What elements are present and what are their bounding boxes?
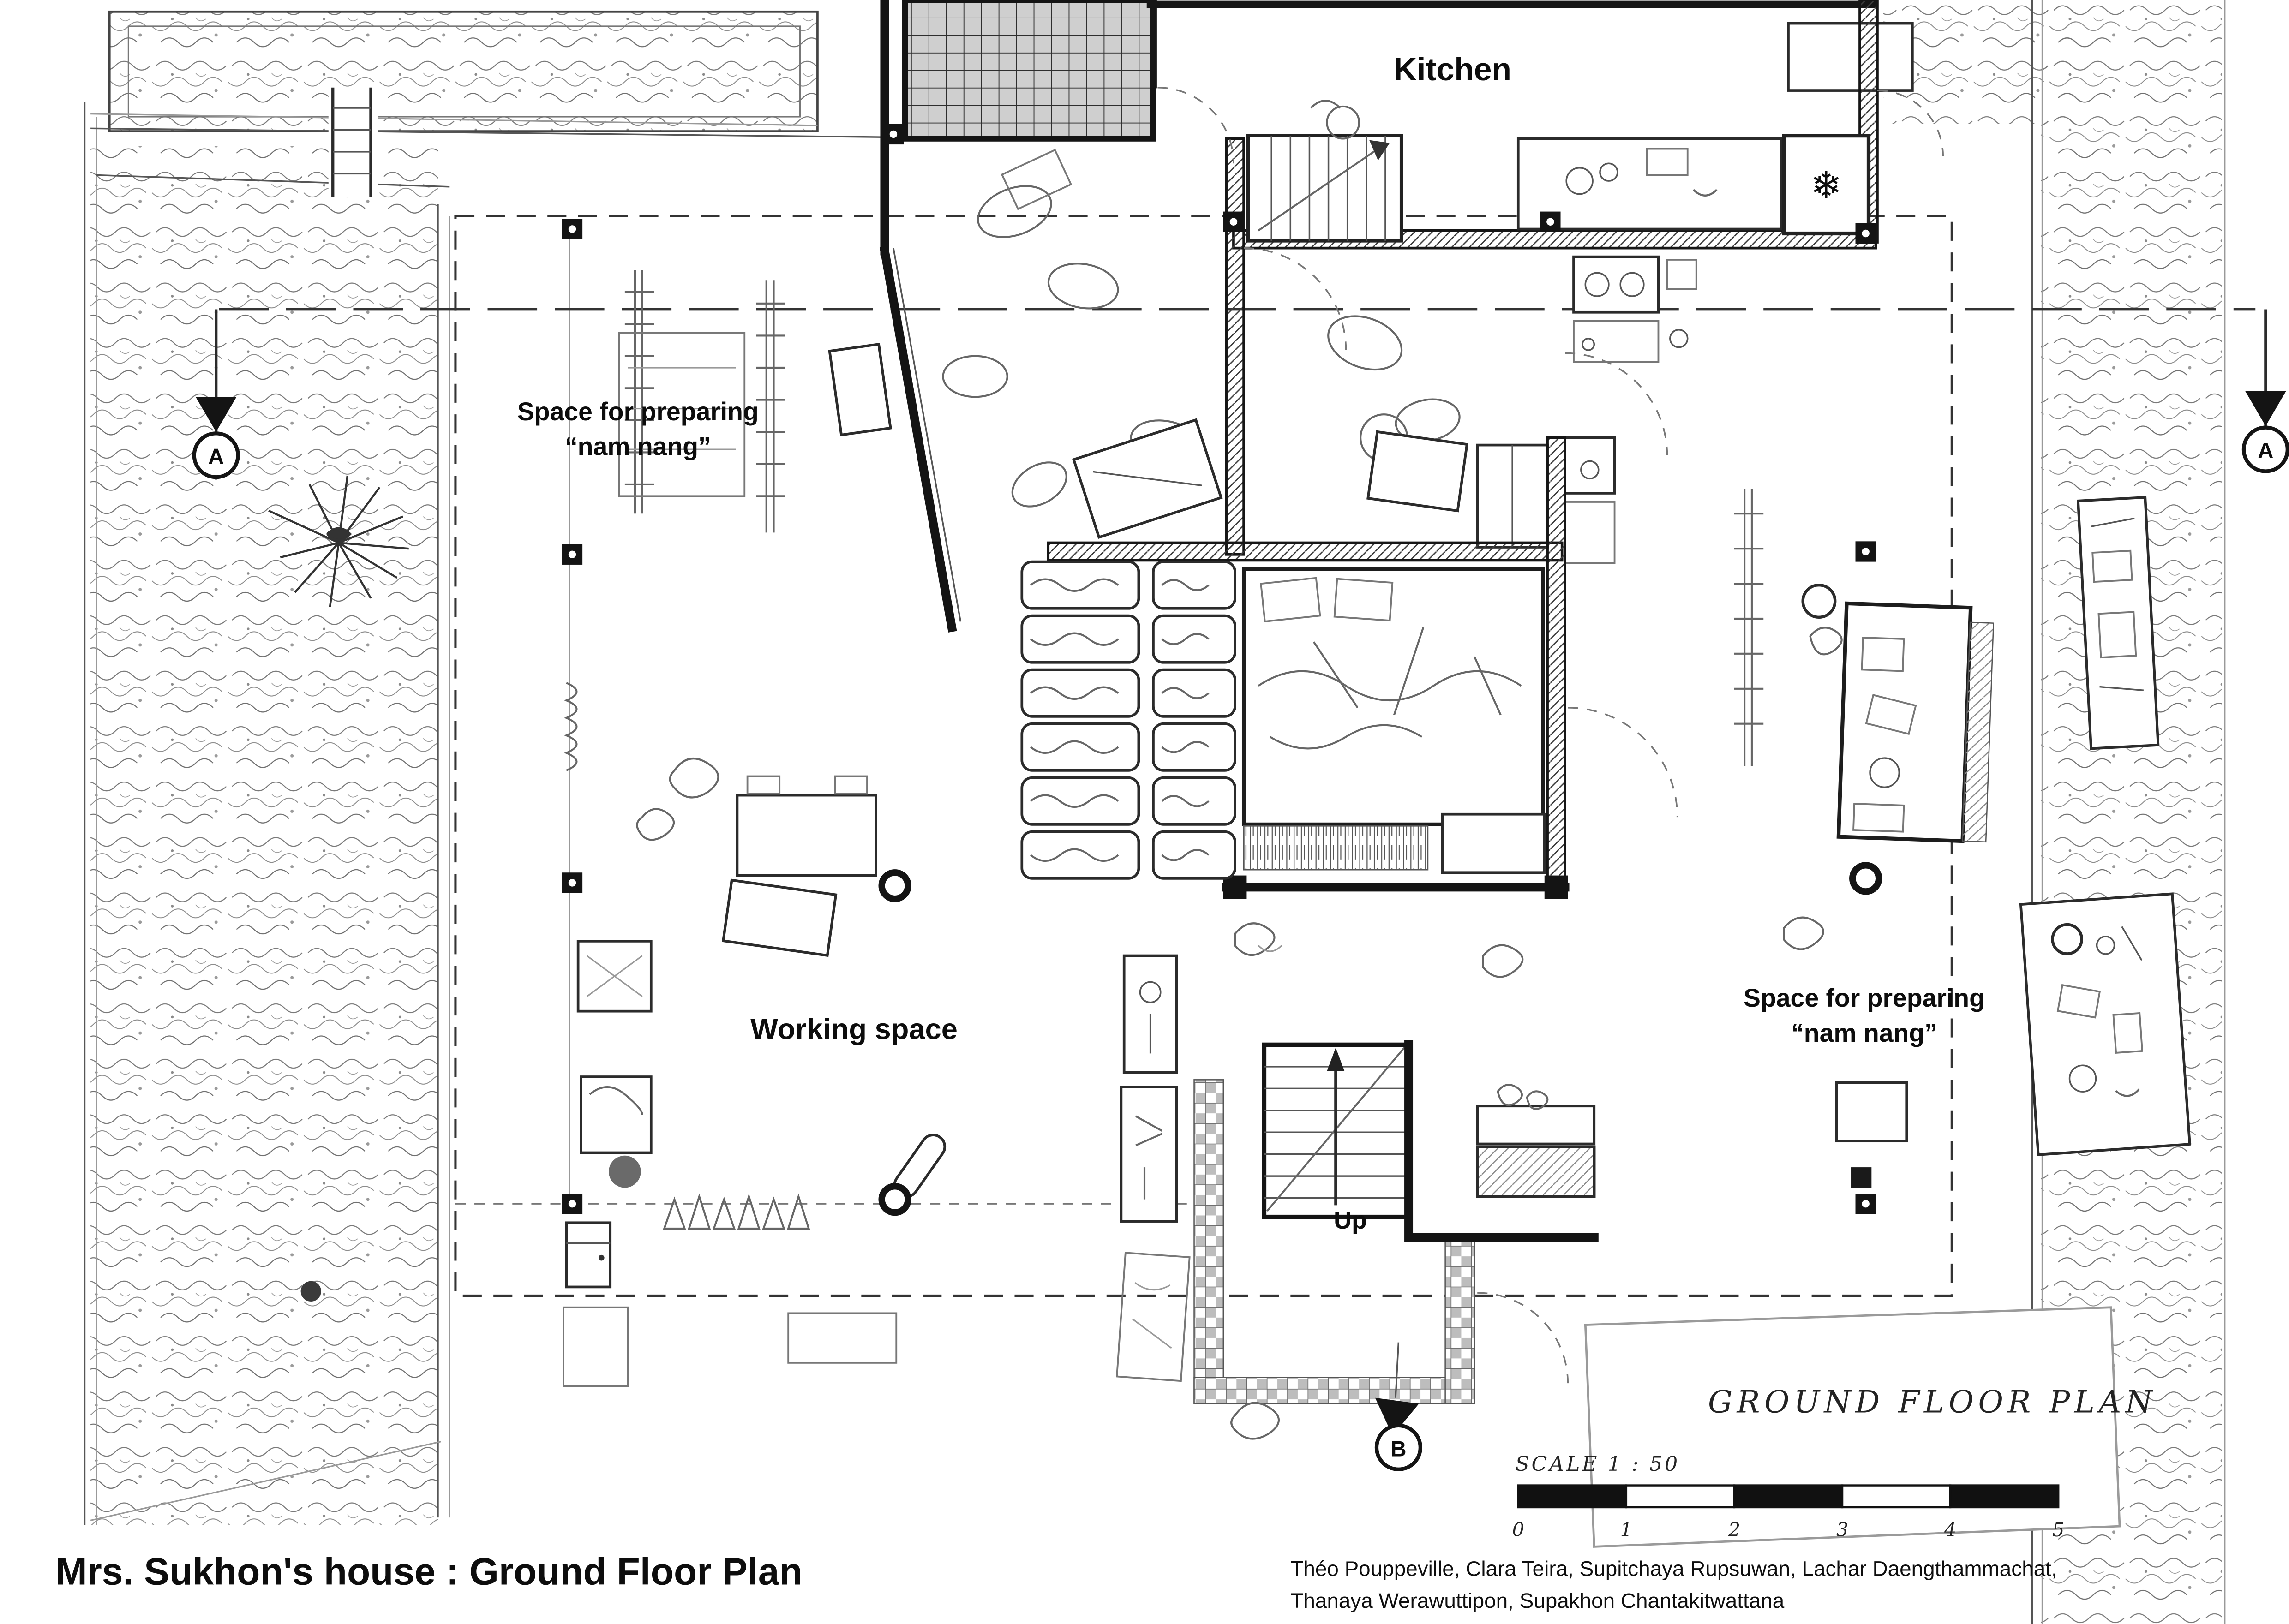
section-marker-a-left-label: A — [208, 445, 224, 469]
drying-rack — [624, 270, 654, 514]
section-marker-a-right: A — [2241, 391, 2289, 473]
up-label: Up — [1334, 1206, 1367, 1234]
pot-sketch — [1326, 105, 1360, 140]
terrace-table — [1835, 1081, 1908, 1143]
jar-row — [663, 1193, 810, 1230]
section-marker-b-label: B — [1390, 1437, 1406, 1461]
dining-table — [1366, 430, 1468, 513]
drying-rack — [1734, 489, 1764, 766]
prep-space-left-label-line1: Space for preparing — [517, 397, 759, 426]
bedside-table — [1441, 812, 1546, 874]
coil-sketch — [564, 682, 578, 771]
prep-space-right-label-line2: “nam nang” — [1791, 1019, 1937, 1047]
kitchen-label: Kitchen — [1394, 51, 1511, 87]
prep-space-right-label-line1: Space for preparing — [1744, 984, 1985, 1012]
scale-label: SCALE 1 : 50 — [1515, 1452, 1679, 1476]
bridge-sketch — [328, 87, 378, 197]
small-cabinet — [565, 1221, 612, 1289]
bedroom — [1047, 436, 1678, 899]
scale-tick: 0 — [1512, 1519, 1524, 1541]
bamboo-mat — [618, 332, 746, 497]
drying-rack — [756, 280, 785, 533]
palm-tree-sketch — [268, 475, 409, 607]
credits-line1: Théo Pouppeville, Clara Teira, Supitchay… — [1290, 1557, 2057, 1581]
stove — [1572, 255, 1660, 314]
cabinet — [576, 940, 653, 1013]
dining-room — [1327, 255, 1697, 564]
prep-space-left-label-line2: “nam nang” — [565, 432, 711, 461]
low-table — [1001, 149, 1073, 210]
work-table — [736, 794, 877, 877]
scale-tick: 3 — [1836, 1519, 1848, 1541]
section-marker-a-right-label: A — [2258, 439, 2273, 463]
scale-tick: 1 — [1620, 1519, 1632, 1541]
right-terrace — [1734, 489, 1995, 1188]
scale-tick: 5 — [2052, 1519, 2064, 1541]
cabinet — [1564, 436, 1616, 495]
section-marker-a-left: A — [192, 397, 240, 479]
scale-tick: 4 — [1944, 1519, 1956, 1541]
page-title: Mrs. Sukhon's house : Ground Floor Plan — [55, 1551, 802, 1593]
kitchen-stairs — [1246, 134, 1403, 243]
credits-line2: Thanaya Werawuttipon, Supakhon Chantakit… — [1290, 1588, 1784, 1612]
terrace-bench — [1836, 601, 1995, 843]
storage-racks — [1020, 560, 1236, 880]
scale-bar: 0 1 2 3 4 5 — [1512, 1484, 2064, 1541]
title-block: GROUND FLOOR PLAN SCALE 1 : 50 0 1 2 3 4… — [1512, 1306, 2157, 1548]
section-marker-b: B — [1374, 1342, 1422, 1471]
fridge-snowflake-icon: ❄ — [1810, 165, 1842, 207]
fridge: ❄ — [1782, 134, 1871, 236]
wall-shelf — [828, 342, 892, 436]
basin-sketch — [609, 1155, 641, 1188]
stone-sketch — [300, 1281, 321, 1302]
scale-tick: 2 — [1728, 1519, 1740, 1541]
working-space-label: Working space — [750, 1013, 958, 1045]
workshop-area — [563, 270, 947, 1387]
garden-left — [84, 10, 885, 1525]
garden-side-table — [1787, 22, 1914, 92]
structural-posts — [562, 124, 1882, 1216]
plan-name-handwritten: GROUND FLOOR PLAN — [1708, 1384, 2157, 1420]
low-work-table — [721, 878, 838, 957]
main-stairs — [1193, 1040, 1599, 1440]
living-room — [828, 149, 1223, 633]
outdoor-bench — [2077, 496, 2160, 750]
kitchen-block: ❄ — [880, 0, 1944, 556]
tiled-porch — [902, 0, 1156, 142]
kitchen-counter — [1516, 137, 1783, 231]
bed — [1241, 567, 1545, 871]
center-bottom-furniture — [1116, 922, 1524, 1382]
outdoor-table — [2019, 892, 2191, 1156]
